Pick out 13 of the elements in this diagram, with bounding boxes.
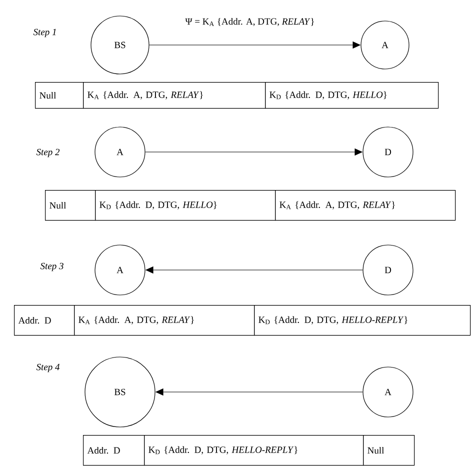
table-cell: Null <box>35 82 84 109</box>
table-cell: K$_{D}$ {Addr. D, DTG, HELLO-REPLY} <box>144 435 364 466</box>
table-cell: K$_{A}$ {Addr. A, DTG, RELAY} <box>83 82 266 109</box>
table-cell: K$_{A}$ {Addr. A, DTG, RELAY} <box>275 190 456 221</box>
table-cell: K$_{A}$ {Addr. A, DTG, RELAY} <box>74 305 255 336</box>
edge-label: Ψ = K$_{A}$ {Addr. A, DTG, RELAY} <box>185 18 314 26</box>
table-cell: K$_{D}$ {Addr. D, DTG, HELLO} <box>95 190 276 221</box>
table-cell: K$_{D}$ {Addr. D, DTG, HELLO} <box>265 82 439 109</box>
table-cell: Null <box>45 190 96 221</box>
table-cell: Addr. D <box>83 435 145 466</box>
table-cell: Addr. D <box>14 305 75 336</box>
table-cell: K$_{D}$ {Addr. D, DTG, HELLO-REPLY} <box>254 305 471 336</box>
table-cell: Null <box>363 435 415 466</box>
